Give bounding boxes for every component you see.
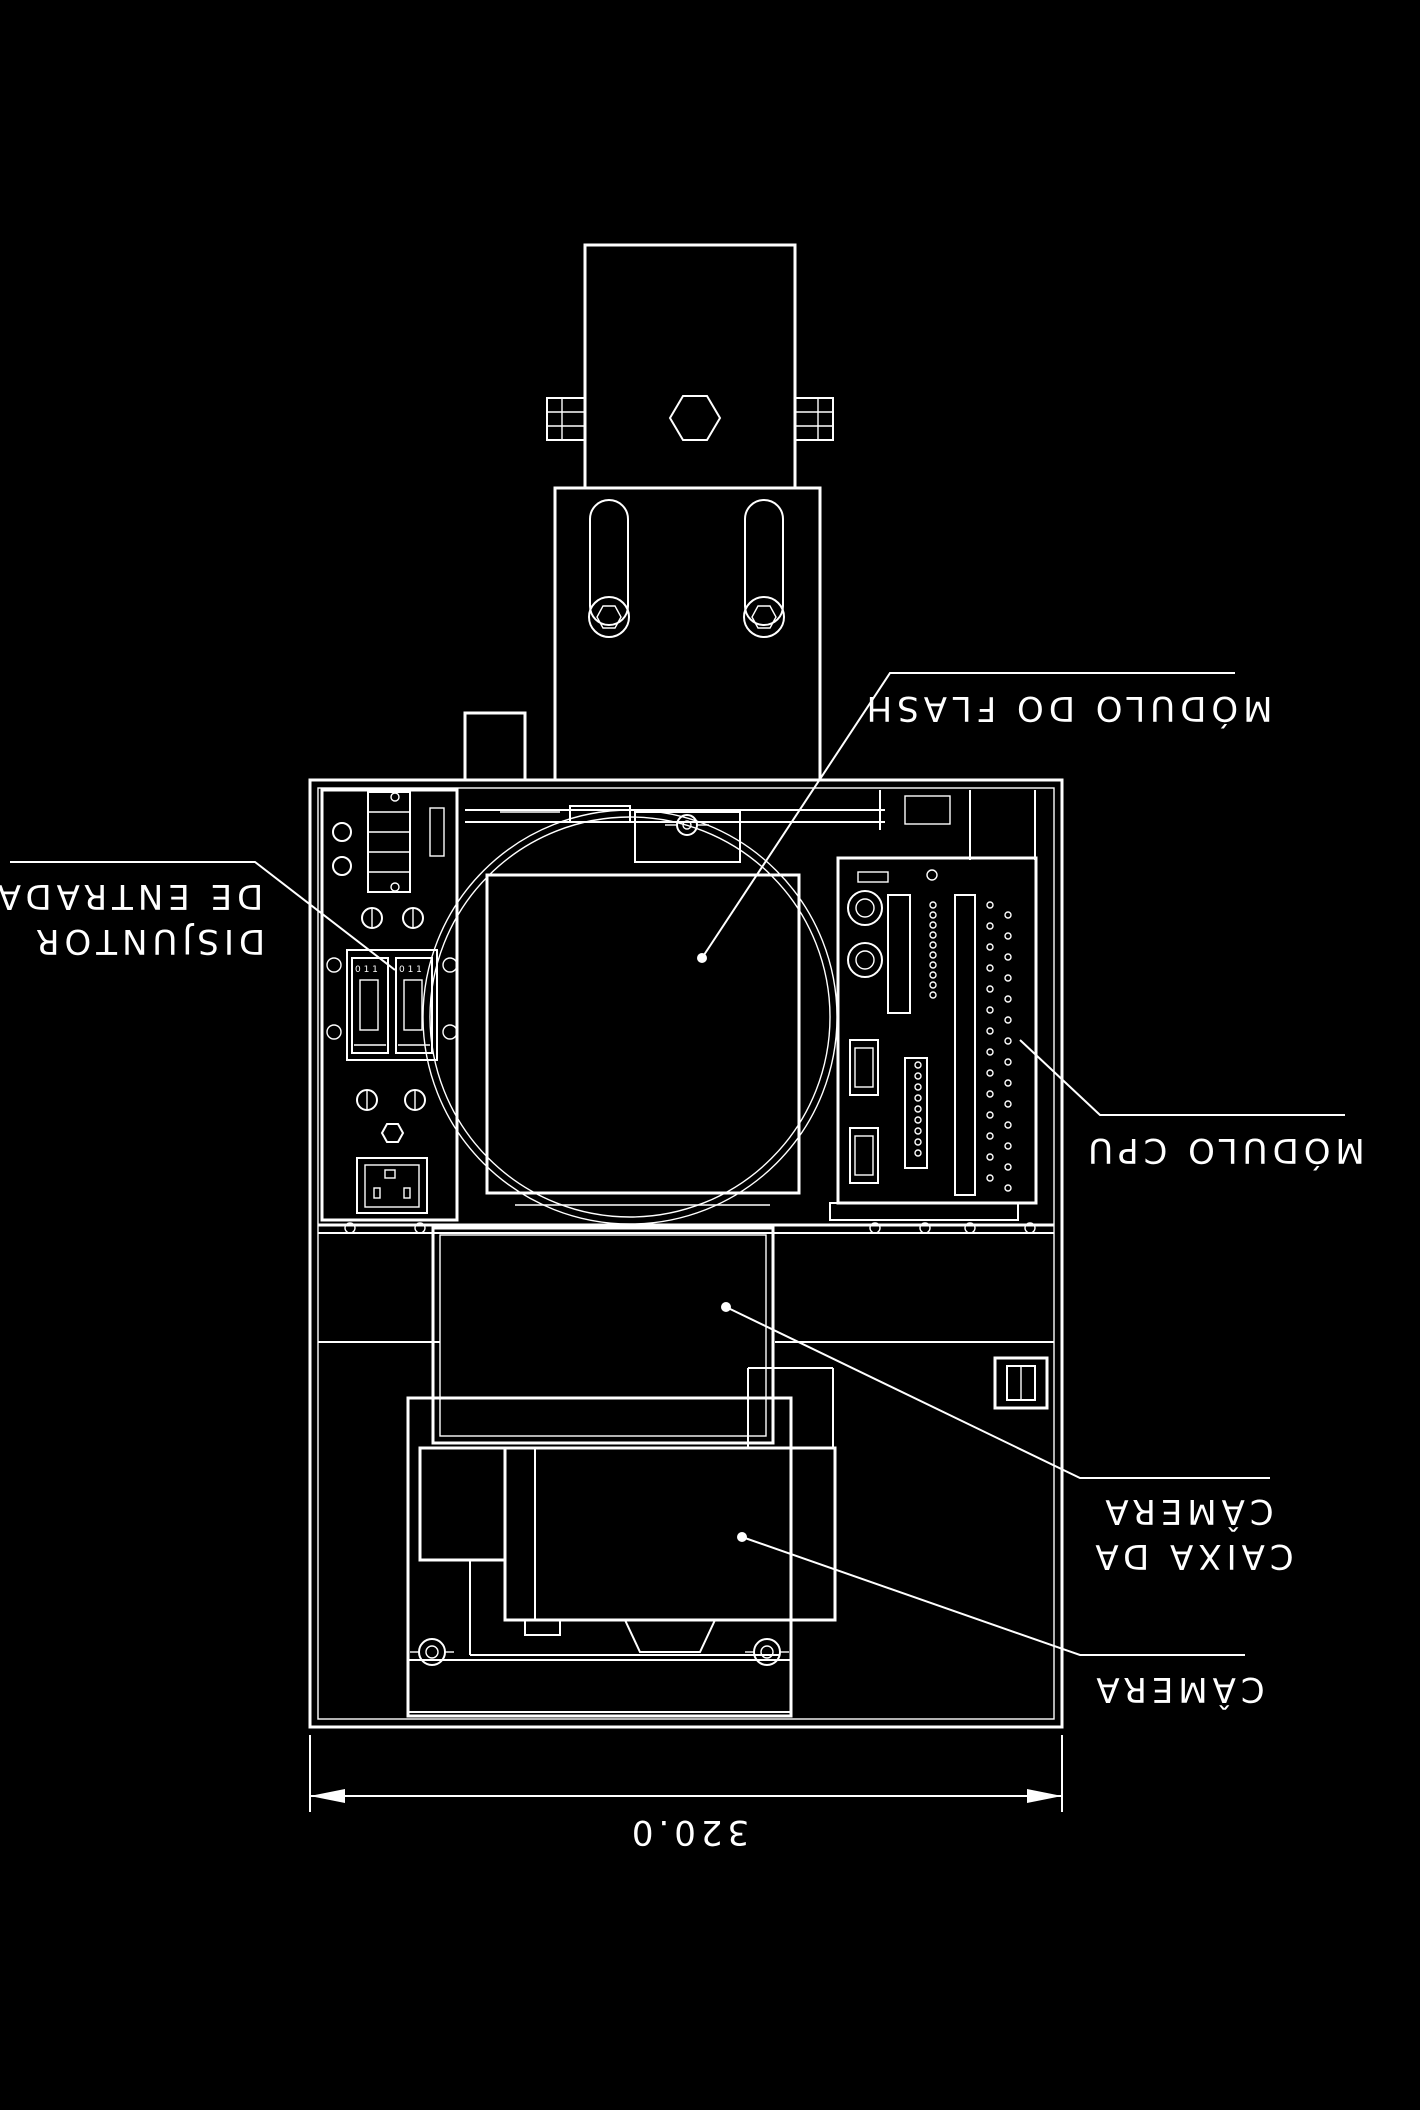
breaker-panel: 0 1 1 0 1 1 (320, 788, 459, 1222)
cpu-pin (929, 941, 937, 949)
cpu-pin (986, 1153, 994, 1161)
svg-text:0 1 1: 0 1 1 (355, 965, 378, 975)
label-camera-box-line2: CAIXA DA (1090, 1536, 1293, 1576)
cpu-pin (986, 1027, 994, 1035)
cpu-pin (929, 951, 937, 959)
cpu-pin (929, 961, 937, 969)
label-flash-module: MÓDULO DO FLASH (862, 688, 1273, 729)
cpu-pin (929, 971, 937, 979)
cpu-pin (986, 1006, 994, 1014)
dimension-value: 320.0 (627, 1812, 749, 1852)
cpu-pin (1004, 1058, 1012, 1066)
cpu-pin (1004, 995, 1012, 1003)
cabinet-body (308, 778, 1064, 1729)
svg-text:0 1 1: 0 1 1 (399, 965, 422, 975)
camera-box (431, 1226, 775, 1445)
cpu-pin (986, 1090, 994, 1098)
cpu-pin (914, 1105, 922, 1113)
cpu-pin (914, 1083, 922, 1091)
cpu-pin (914, 1072, 922, 1080)
cpu-pin (1004, 932, 1012, 940)
slotted-bracket (463, 486, 822, 782)
label-camera: CÂMERA (1091, 1669, 1264, 1710)
cpu-pin (986, 901, 994, 909)
cpu-pin (929, 981, 937, 989)
cpu-pin (929, 991, 937, 999)
cpu-pin (914, 1116, 922, 1124)
cpu-pin (986, 1132, 994, 1140)
cpu-pin (914, 1149, 922, 1157)
cpu-pin (1004, 1142, 1012, 1150)
cpu-pin (929, 931, 937, 939)
cpu-pin (914, 1061, 922, 1069)
cpu-pin (986, 985, 994, 993)
top-mount (546, 243, 834, 490)
cpu-pin (929, 911, 937, 919)
label-camera-box-line1: CÂMERA (1100, 1491, 1273, 1532)
cpu-pin (986, 1174, 994, 1182)
cpu-pin (1004, 1079, 1012, 1087)
cpu-pins (914, 901, 1012, 1192)
cpu-pin (1004, 1100, 1012, 1108)
dimension-line (309, 1735, 1063, 1812)
camera (406, 1367, 837, 1718)
cpu-pin (929, 921, 937, 929)
leader-lines (10, 672, 1345, 1656)
cpu-pin (1004, 911, 1012, 919)
cpu-pin (1004, 1121, 1012, 1129)
cpu-pin (986, 1111, 994, 1119)
flash-module (422, 805, 885, 1225)
cpu-pin (914, 1094, 922, 1102)
label-breaker-line1: DE ENTRADA (0, 876, 263, 916)
cpu-pin (986, 964, 994, 972)
label-cpu-module: MÓDULO CPU (1083, 1130, 1365, 1171)
cpu-pin (1004, 1163, 1012, 1171)
cpu-pin (986, 922, 994, 930)
cpu-pin (1004, 1184, 1012, 1192)
cpu-pin (986, 1069, 994, 1077)
cpu-pin (914, 1138, 922, 1146)
cpu-pin (1004, 1016, 1012, 1024)
cpu-pin (986, 943, 994, 951)
label-breaker-line2: DISJUNTOR (31, 921, 265, 961)
cpu-module (829, 856, 1038, 1221)
cpu-pin (1004, 974, 1012, 982)
cpu-pin (1004, 953, 1012, 961)
cpu-pin (986, 1048, 994, 1056)
cpu-pin (1004, 1037, 1012, 1045)
cpu-pin (914, 1127, 922, 1135)
cpu-pin (929, 901, 937, 909)
